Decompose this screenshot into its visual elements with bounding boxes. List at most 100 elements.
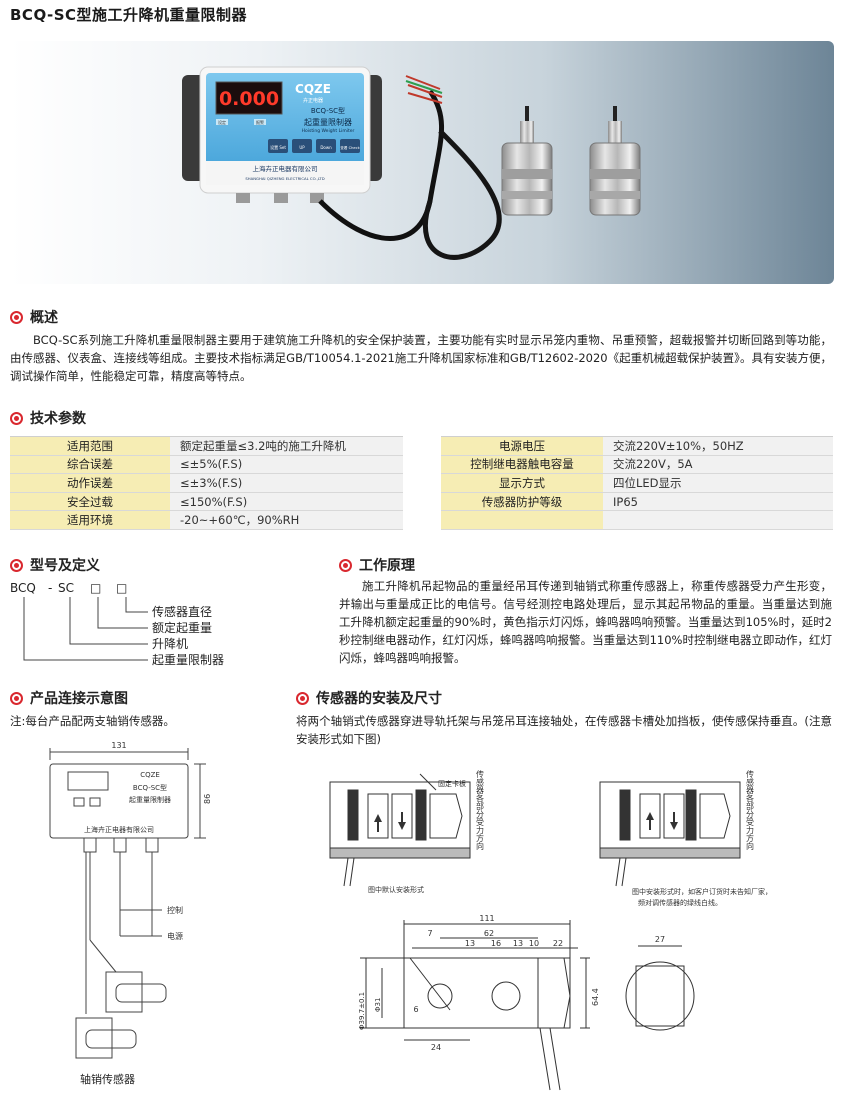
svg-text:Hoisting Weight Limiter: Hoisting Weight Limiter (302, 128, 355, 134)
page-title: BCQ-SC型施工升降机重量限制器 (10, 6, 248, 24)
table-row: 动作误差≤±3%(F.S) (10, 473, 403, 493)
force-direction-note: 传感器各部分受力方向 (476, 769, 485, 850)
svg-text:-: - (48, 581, 52, 595)
model-code-diagram: BCQ - SC □ □ 传感器直径 额定起重量 升降机 起重量限制器 (8, 578, 308, 672)
svg-text:设定: 设定 (218, 119, 226, 125)
cable-gland (310, 193, 324, 203)
svg-text:16: 16 (491, 939, 501, 948)
label-fixing-plate: 固定卡板 (438, 779, 466, 788)
section-bullet-icon (10, 691, 23, 705)
install-caption: 频对调传感器的绿线白线。 (638, 898, 722, 907)
spec-table-left: 适用范围额定起重量≤3.2吨的施工升降机 综合误差≤±5%(F.S) 动作误差≤… (10, 436, 403, 530)
set-button[interactable]: 设置 Set (268, 139, 288, 153)
svg-text:□: □ (116, 581, 127, 595)
svg-text:□: □ (90, 581, 101, 595)
svg-text:13: 13 (513, 939, 523, 948)
section-bullet-icon (10, 411, 23, 425)
svg-text:Φ39.7±0.1: Φ39.7±0.1 (358, 992, 366, 1030)
svg-text:卉正电器: 卉正电器 (303, 97, 323, 104)
svg-text:6: 6 (413, 1005, 418, 1014)
section-bullet-icon (296, 691, 309, 705)
section-heading-overview: 概述 (10, 307, 58, 327)
install-diagram: 固定卡板 传感器各部分受力方向 传感器各部分受力方向 图中默认安装形式 图中安装… (320, 760, 832, 1100)
spec-table-right: 电源电压交流220V±10%，50HZ 控制继电器触电容量交流220V，5A 显… (441, 436, 833, 530)
connection-note: 注:每台产品配两支轴销传感器。 (10, 714, 175, 728)
principle-text: 施工升降机吊起物品的重量经吊耳传递到轴销式称重传感器上，称重传感器受力产生形变，… (339, 579, 832, 665)
company-strip (206, 161, 364, 185)
table-row (441, 510, 833, 530)
svg-text:SHANGHAI QIZHENG ELECTRICAL CO: SHANGHAI QIZHENG ELECTRICAL CO.,LTD (245, 176, 324, 181)
section-heading-connection: 产品连接示意图 (10, 688, 128, 708)
model-label: 传感器直径 (152, 604, 212, 619)
svg-text:86: 86 (203, 794, 212, 804)
svg-text:CQZE: CQZE (140, 771, 160, 779)
svg-text:上海卉正电器有限公司: 上海卉正电器有限公司 (253, 164, 318, 173)
svg-text:BCQ: BCQ (10, 581, 36, 595)
pin-sensor-1 (501, 106, 553, 216)
label-control: 控制 (167, 905, 183, 915)
section-heading-specs: 技术参数 (10, 408, 86, 428)
table-row: 电源电压交流220V±10%，50HZ (441, 436, 833, 456)
svg-text:10: 10 (529, 939, 539, 948)
brand-logo-text: CQZE (295, 82, 331, 96)
pin-sensor-2 (589, 106, 641, 216)
section-bullet-icon (10, 558, 23, 572)
table-row: 显示方式四位LED显示 (441, 473, 833, 493)
table-row: 综合误差≤±5%(F.S) (10, 455, 403, 475)
svg-text:起重量限制器: 起重量限制器 (129, 795, 171, 804)
svg-text:7: 7 (427, 929, 432, 938)
svg-text:22: 22 (553, 939, 563, 948)
force-direction-note: 传感器各部分受力方向 (746, 769, 755, 850)
section-bullet-icon (339, 558, 352, 572)
check-button[interactable]: 查看 Check (340, 139, 361, 153)
led-value: 0.000 (219, 88, 279, 110)
table-row: 安全过载≤150%(F.S) (10, 492, 403, 512)
connection-diagram: 131 86 CQZE BCQ-SC型 起重量限制器 上海卉正电器有限公司 控制… (20, 741, 270, 1092)
led-display (215, 81, 283, 115)
section-bullet-icon (10, 310, 23, 324)
svg-text:查看 Check: 查看 Check (340, 145, 360, 150)
section-heading-install: 传感器的安装及尺寸 (296, 688, 442, 708)
section-heading-model: 型号及定义 (10, 555, 100, 575)
sensor-cable (422, 129, 502, 260)
down-button[interactable]: Down (316, 139, 336, 153)
device-model: BCQ-SC型 (311, 106, 345, 115)
svg-text:SC: SC (58, 581, 74, 595)
table-row: 控制继电器触电容量交流220V，5A (441, 455, 833, 475)
table-row: 适用范围额定起重量≤3.2吨的施工升降机 (10, 436, 403, 456)
model-label: 升降机 (152, 637, 188, 651)
product-photo: 0.000 CQZE 卉正电器 BCQ-SC型 起重量限制器 Hoisting … (10, 41, 834, 284)
install-caption: 图中安装形式时，如客户订货时未告知厂家， (632, 887, 772, 896)
indicator-light (216, 119, 228, 125)
cable-gland (236, 193, 250, 203)
install-caption: 图中默认安装形式 (368, 885, 424, 894)
model-label: 额定起重量 (152, 620, 212, 635)
connection-caption: 轴销传感器 (80, 1072, 135, 1086)
svg-text:Φ31: Φ31 (374, 998, 382, 1012)
label-power: 电源 (167, 931, 183, 941)
install-text: 将两个轴销式传感器穿进导轨托架与吊笼吊耳连接轴处，在传感器卡槽处加挡板，使传感保… (296, 714, 832, 746)
svg-text:27: 27 (655, 935, 665, 944)
device-name: 起重量限制器 (304, 117, 352, 127)
model-label: 起重量限制器 (152, 653, 224, 667)
svg-text:设置 Set: 设置 Set (270, 144, 286, 150)
indicator-light (254, 119, 266, 125)
svg-text:UP: UP (299, 145, 305, 150)
svg-text:111: 111 (479, 914, 494, 923)
table-row: 适用环境-20~+60℃，90%RH (10, 510, 403, 530)
svg-text:24: 24 (431, 1043, 441, 1052)
overview-text: BCQ-SC系列施工升降机重量限制器主要用于建筑施工升降机的安全保护装置，主要功… (10, 333, 832, 383)
svg-text:62: 62 (484, 929, 494, 938)
svg-text:131: 131 (111, 742, 126, 750)
svg-text:上海卉正电器有限公司: 上海卉正电器有限公司 (84, 825, 154, 834)
product-photo-illustration: 0.000 CQZE 卉正电器 BCQ-SC型 起重量限制器 Hoisting … (182, 66, 641, 260)
svg-text:BCQ-SC型: BCQ-SC型 (133, 783, 167, 792)
svg-text:64.4: 64.4 (591, 988, 600, 1006)
svg-text:报警: 报警 (256, 119, 264, 125)
up-button[interactable]: UP (292, 139, 312, 153)
section-heading-principle: 工作原理 (339, 555, 415, 575)
cable-gland (274, 193, 288, 203)
svg-text:Down: Down (320, 145, 332, 150)
svg-text:13: 13 (465, 939, 475, 948)
